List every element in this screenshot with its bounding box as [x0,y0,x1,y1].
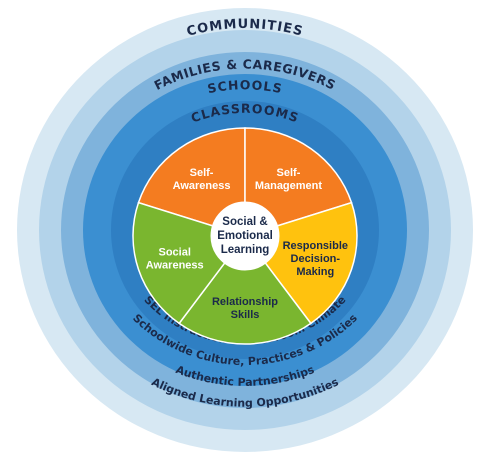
center-circle [210,201,280,271]
segment-relationship-skills [178,234,312,345]
center-line-3: Learning [221,244,270,256]
segment-label-relationship-skills: Relationship [212,296,278,308]
communities-label: COMMUNITIES [185,17,305,40]
segment-label-self-awareness: Awareness [173,180,231,192]
segment-label-self-management: Self- [277,167,301,179]
segment-self-awareness [137,127,246,238]
segment-label-responsible-decision-making: Responsible [283,240,348,252]
segment-label-self-awareness: Self- [190,167,214,179]
center-line-2: Emotional [217,230,273,242]
center-line-1: Social & [222,216,267,228]
segment-self-management [244,127,353,238]
segment-label-relationship-skills: Skills [231,309,260,321]
segment-label-responsible-decision-making: Decision- [291,253,341,265]
segment-label-social-awareness: Social [158,247,190,259]
competency-segments: Self-AwarenessSelf-ManagementResponsible… [132,127,358,345]
segment-label-self-management: Management [255,180,323,192]
segment-label-responsible-decision-making: Making [296,266,334,278]
segment-label-social-awareness: Awareness [146,260,204,272]
